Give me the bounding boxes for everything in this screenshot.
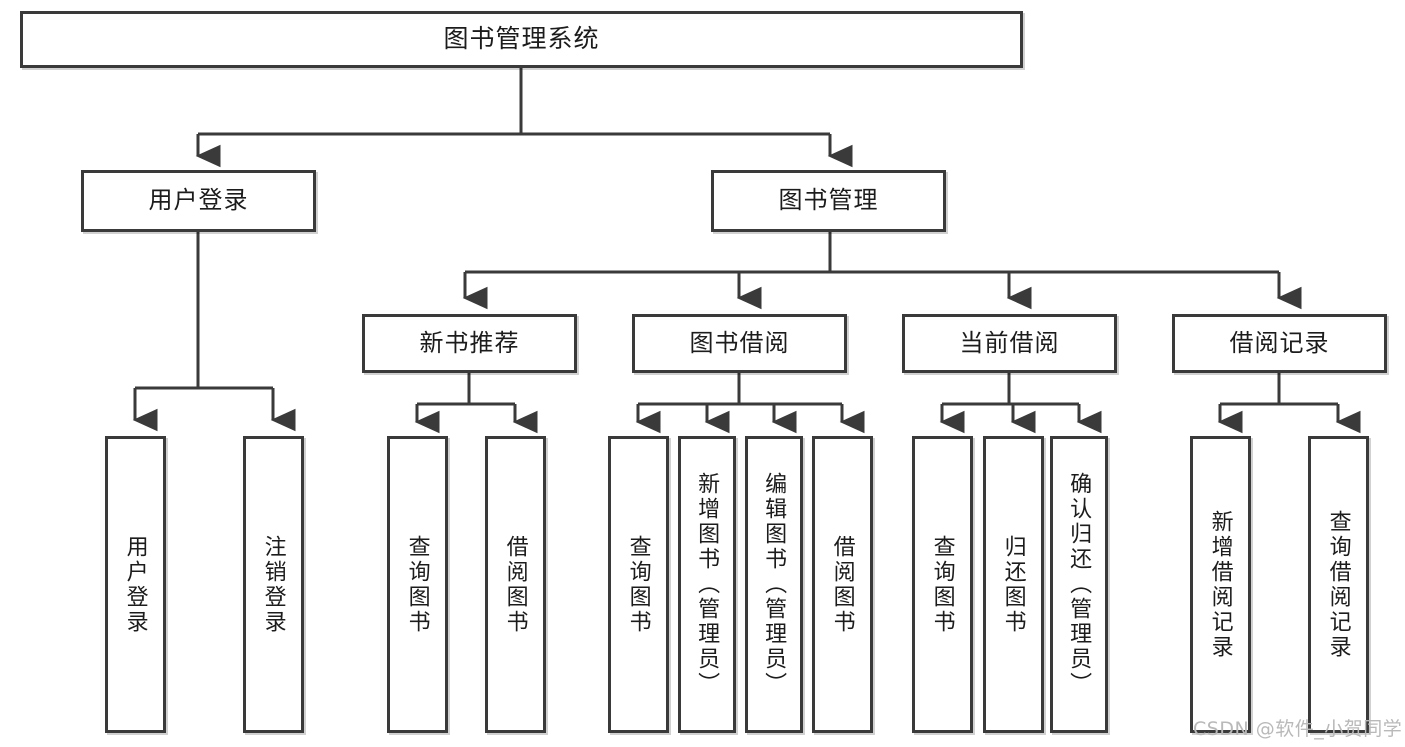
node-leaf-confirm-return-label: 确认归还（管理员） <box>1067 472 1093 697</box>
node-leaf-query-book-2-label: 查询图书 <box>626 534 652 635</box>
node-leaf-user-login[interactable]: 用户登录 <box>105 436 166 733</box>
node-leaf-edit-book[interactable]: 编辑图书（管理员） <box>745 436 803 733</box>
node-leaf-query-book-1[interactable]: 查询图书 <box>387 436 448 733</box>
node-leaf-borrow-book-2[interactable]: 借阅图书 <box>812 436 873 733</box>
node-leaf-confirm-return[interactable]: 确认归还（管理员） <box>1050 436 1108 733</box>
node-leaf-return-book[interactable]: 归还图书 <box>983 436 1044 733</box>
node-leaf-query-record-label: 查询借阅记录 <box>1326 509 1352 660</box>
node-leaf-user-logout[interactable]: 注销登录 <box>243 436 304 733</box>
node-leaf-borrow-book-1-label: 借阅图书 <box>503 534 529 635</box>
node-leaf-add-record[interactable]: 新增借阅记录 <box>1190 436 1251 733</box>
node-leaf-borrow-book-1[interactable]: 借阅图书 <box>485 436 546 733</box>
node-book-manage-label: 图书管理 <box>778 187 879 215</box>
node-user-login[interactable]: 用户登录 <box>81 170 316 232</box>
node-leaf-add-book[interactable]: 新增图书（管理员） <box>678 436 736 733</box>
node-root-label: 图书管理系统 <box>443 25 600 54</box>
node-new-book-rec[interactable]: 新书推荐 <box>362 314 577 373</box>
node-book-manage[interactable]: 图书管理 <box>711 170 946 232</box>
node-book-borrow[interactable]: 图书借阅 <box>632 314 847 373</box>
node-user-login-label: 用户登录 <box>148 187 249 215</box>
node-leaf-query-book-2[interactable]: 查询图书 <box>608 436 669 733</box>
node-leaf-add-book-label: 新增图书（管理员） <box>695 472 721 697</box>
node-leaf-query-record[interactable]: 查询借阅记录 <box>1308 436 1369 733</box>
node-borrow-record[interactable]: 借阅记录 <box>1172 314 1387 373</box>
node-leaf-query-book-3-label: 查询图书 <box>930 534 956 635</box>
node-current-borrow-label: 当前借阅 <box>959 329 1060 357</box>
node-root[interactable]: 图书管理系统 <box>20 11 1023 68</box>
node-leaf-edit-book-label: 编辑图书（管理员） <box>762 472 788 697</box>
node-leaf-query-book-3[interactable]: 查询图书 <box>912 436 973 733</box>
node-borrow-record-label: 借阅记录 <box>1229 329 1330 357</box>
node-leaf-user-logout-label: 注销登录 <box>261 534 287 635</box>
node-leaf-return-book-label: 归还图书 <box>1001 534 1027 635</box>
node-leaf-user-login-label: 用户登录 <box>123 534 149 635</box>
csdn-watermark: CSDN @软件_小贺同学 <box>1193 718 1403 740</box>
node-new-book-rec-label: 新书推荐 <box>419 329 520 357</box>
node-book-borrow-label: 图书借阅 <box>689 329 790 357</box>
node-leaf-query-book-1-label: 查询图书 <box>405 534 431 635</box>
node-current-borrow[interactable]: 当前借阅 <box>902 314 1117 373</box>
node-leaf-borrow-book-2-label: 借阅图书 <box>830 534 856 635</box>
node-leaf-add-record-label: 新增借阅记录 <box>1208 509 1234 660</box>
